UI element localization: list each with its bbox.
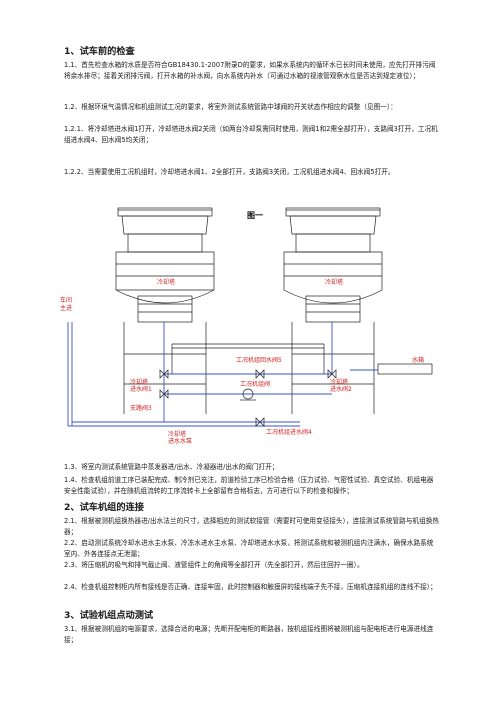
valve-4-icon — [255, 417, 265, 427]
cooling-tower-left — [115, 207, 215, 414]
valve-inlet-2-label: 冷却塔进水阀2 — [330, 378, 352, 393]
valve-3-icon — [159, 389, 169, 399]
cooling-tower-left-label: 冷却塔 — [157, 278, 175, 286]
paragraph-2-1: 2.1、根据被测机组换热器进/出水法兰的尺寸，选择相应的测试软接管（需要时可使用… — [64, 517, 440, 536]
section-heading-2: 2、试车机组的连接 — [64, 502, 144, 513]
pump-icon — [240, 388, 256, 401]
paragraph-1-2-1: 1.2.1、将冷却塔进水阀1打开，冷却塔进水阀2关闭（如两台冷却泵需同时使用，则… — [64, 125, 438, 144]
cooling-tower-right — [283, 207, 383, 414]
valve-5-icon — [255, 369, 265, 379]
section-heading-1: 1、试车前的检查 — [64, 46, 135, 57]
valve-2-icon — [327, 369, 337, 379]
branch-valve-3-label: 支路阀3 — [130, 404, 152, 412]
unit-return-5-label: 工况机组回水阀5 — [236, 356, 282, 364]
figure-title: 图一 — [247, 211, 263, 220]
paragraph-2-2: 2.2、启动测试系统冷却水进水主水泵、冷冻水进水主水泵、冷却塔进水水泵，将测试系… — [64, 539, 434, 558]
inlet-main-label: 车间主进 — [60, 296, 72, 312]
paragraph-2-4: 2.4、检查机组控制柜内所有接线是否正确、连接牢固，此时控制器和触摸屏的接线端子… — [64, 583, 437, 591]
paragraph-1-1: 1.1、首先检查水箱的水质是否符合GB18430.1-2007附录D的要求，如果… — [64, 61, 436, 80]
paragraph-1-2-2: 1.2.2、当需要使用工况机组时，冷却塔进水阀1、2全部打开，支路阀3关闭，工况… — [64, 168, 395, 176]
water-tank-label: 水箱 — [412, 356, 424, 364]
paragraph-3-1: 3.1、根据被测机组的电源要求，选择合适的电源；先断开配电柜的断路器，按机组接线… — [64, 625, 434, 644]
pump-inlet-label: 冷却塔进水水泵 — [168, 430, 192, 445]
paragraph-2-3: 2.3、将压缩机的吸气和排气截止阀、液管组件上的角阀等全部打开（先全部打开，然后… — [64, 561, 364, 569]
paragraph-1-3: 1.3、将室内测试系统管路中蒸发器进/出水、冷凝器进/出水的阀门打开； — [64, 463, 279, 471]
paragraph-1-2: 1.2、根据环境气温情况和机组测试工况的要求，将室外测试系统管路中球阀的开关状态… — [64, 103, 397, 111]
valve-inlet-1-label: 冷却塔进水阀1 — [130, 378, 152, 393]
cooling-tower-right-label: 冷却塔 — [325, 278, 343, 286]
unit-inlet-4-label: 工况机组进水阀4 — [266, 428, 312, 436]
valve-1-icon — [159, 369, 169, 379]
section-heading-3: 3、试验机组点动测试 — [64, 610, 154, 621]
paragraph-1-4: 1.4、检查机组前道工序已装配完成、制冷剂已充注，前道检验工序已检验合格（压力试… — [64, 476, 434, 495]
main-inlet-pipe — [67, 322, 300, 427]
unit-valve-label: 工况机组阀 — [240, 380, 270, 388]
piping-diagram: 图一 冷却塔 — [60, 207, 433, 445]
water-tank — [377, 363, 433, 375]
